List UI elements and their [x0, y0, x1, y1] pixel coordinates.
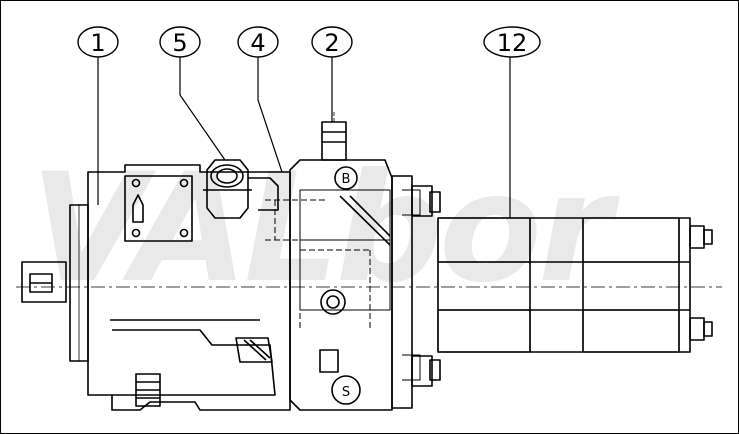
port-b-circle [334, 166, 358, 190]
callout-balloons [77, 26, 541, 58]
front-housing [87, 164, 291, 411]
fitting-nut [206, 159, 249, 219]
pump-outline [16, 112, 722, 411]
end-nut-lower [689, 317, 705, 341]
watermark: VALbor [30, 142, 620, 316]
callout-label-4: 4 [250, 29, 265, 57]
port-label-s: S [342, 385, 350, 400]
control-valve-block [124, 175, 193, 242]
adapter-flange [391, 175, 413, 409]
callout-label-1: 1 [90, 29, 105, 57]
callout-balloon-12 [483, 26, 541, 58]
drive-shaft [21, 261, 67, 303]
callout-label-12: 12 [497, 29, 528, 57]
port-circle [320, 289, 346, 315]
callout-balloon-4 [237, 26, 279, 58]
leader-5 [179, 56, 226, 161]
port-s-circle [331, 375, 361, 405]
callout-label-2: 2 [324, 29, 339, 57]
gear-pump-body [437, 217, 691, 353]
end-nut-upper [689, 225, 705, 249]
callout-balloon-5 [159, 26, 201, 58]
leader-lines [97, 56, 511, 218]
flow-arrow [132, 194, 144, 223]
port-label-b: B [342, 172, 351, 187]
leader-4 [257, 56, 283, 173]
callout-label-5: 5 [172, 29, 187, 57]
callout-balloon-1 [77, 26, 119, 58]
callout-balloon-2 [311, 26, 353, 58]
